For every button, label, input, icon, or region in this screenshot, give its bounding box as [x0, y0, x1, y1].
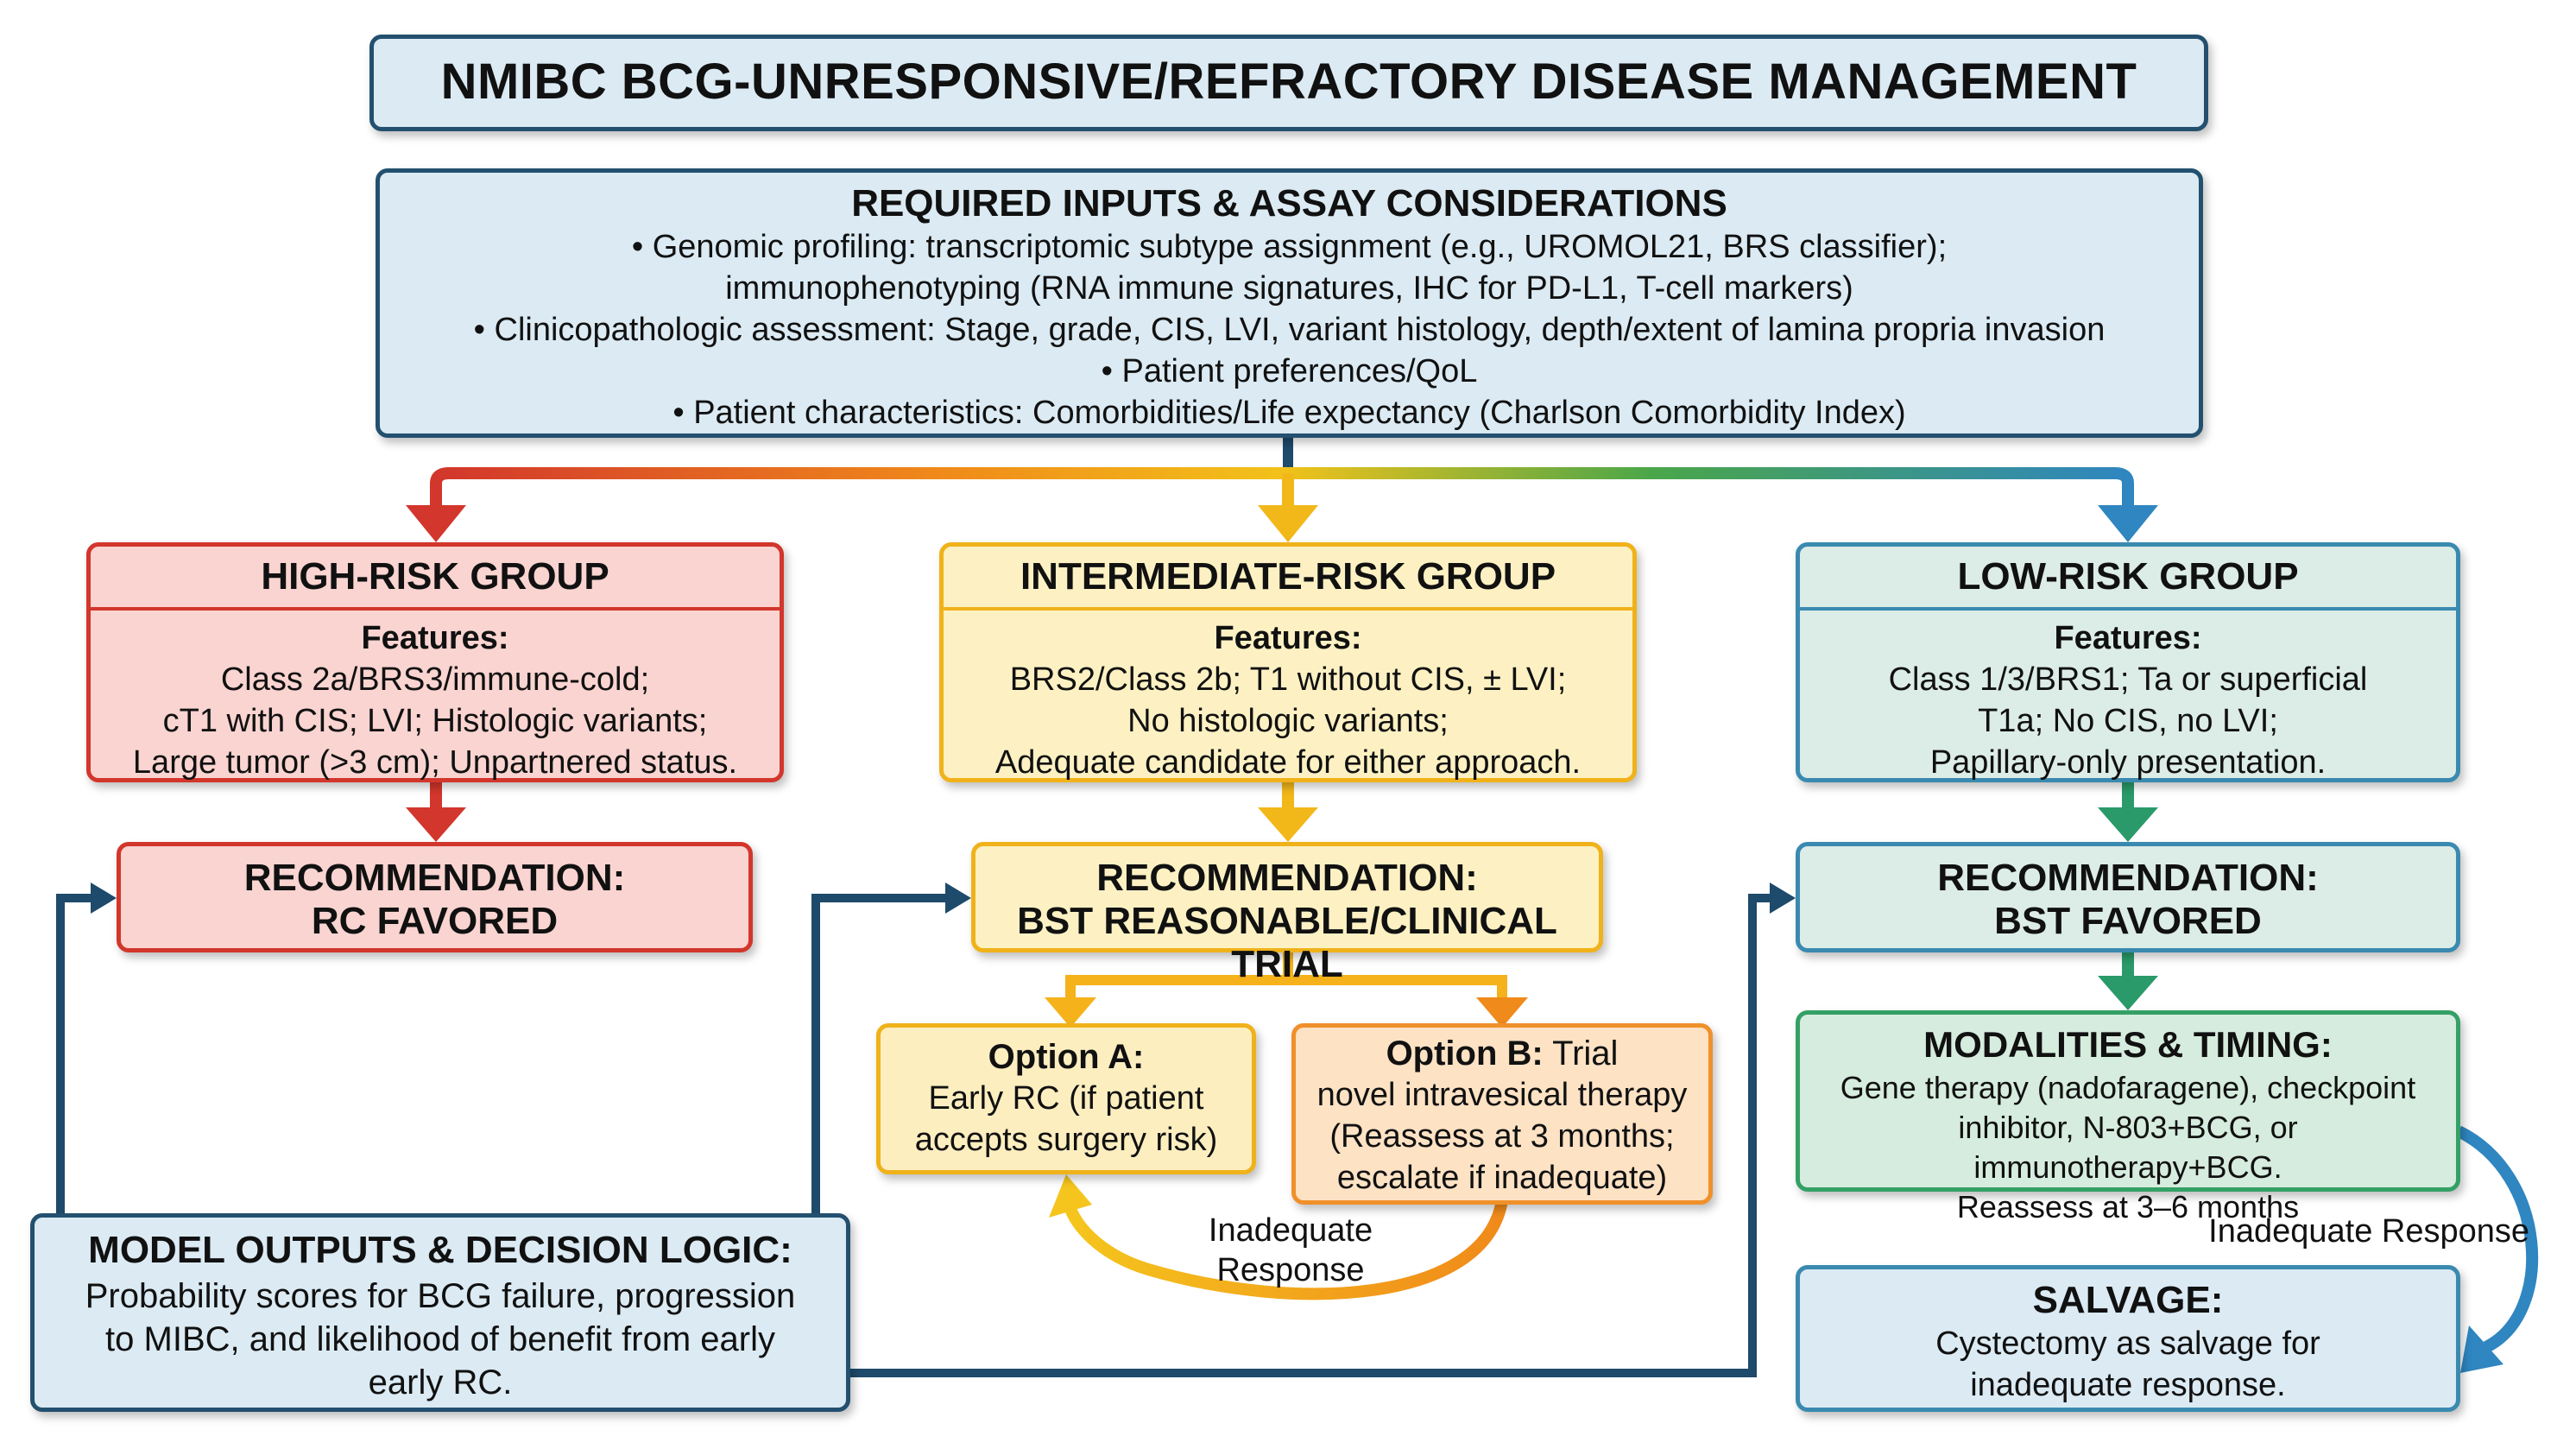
option-b-title: Option B: Trial	[1296, 1033, 1708, 1074]
intermediate-features-label: Features:	[1214, 620, 1362, 656]
model-line: early RC.	[368, 1364, 513, 1402]
model-outputs-box: MODEL OUTPUTS & DECISION LOGIC: Probabil…	[30, 1213, 850, 1412]
options-split	[1065, 952, 1507, 1002]
modalities-to-salvage-head	[2460, 1326, 2503, 1373]
intermediate-feature-line: BRS2/Class 2b; T1 without CIS, ± LVI;	[1009, 661, 1567, 698]
low-rec-line2: BST FAVORED	[1994, 900, 2262, 942]
arrow-to-low	[2098, 505, 2158, 542]
option-b-line: (Reassess at 3 months;	[1329, 1118, 1675, 1155]
arrow-to-high	[406, 505, 466, 542]
intermediate-recommendation-box: RECOMMENDATION: BST REASONABLE/CLINICAL …	[971, 842, 1603, 985]
loop-label-line2: Response	[1216, 1252, 1365, 1288]
high-features-label: Features:	[361, 620, 509, 656]
arrow-int-rec	[1258, 807, 1318, 842]
loop-label-line1: Inadequate	[1208, 1212, 1373, 1249]
low-rec-line1: RECOMMENDATION:	[1937, 857, 2319, 899]
option-a-line: accepts surgery risk)	[914, 1122, 1218, 1158]
low-risk-box: LOW-RISK GROUP Features: Class 1/3/BRS1;…	[1796, 542, 2460, 782]
option-a-label: Option A:	[988, 1038, 1145, 1076]
model-to-intermediate	[811, 894, 950, 1218]
inputs-line: • Patient preferences/QoL	[1101, 353, 1478, 389]
model-to-high-head	[91, 883, 117, 914]
option-b-line: escalate if inadequate)	[1336, 1160, 1668, 1196]
high-rec-line2: RC FAVORED	[311, 900, 559, 942]
salvage-line: Cystectomy as salvage for	[1935, 1326, 2320, 1362]
inputs-heading: REQUIRED INPUTS & ASSAY CONSIDERATIONS	[851, 182, 1727, 225]
salvage-box: SALVAGE: Cystectomy as salvage for inade…	[1796, 1265, 2460, 1412]
intermediate-risk-box: INTERMEDIATE-RISK GROUP Features: BRS2/C…	[939, 542, 1637, 782]
intermediate-feature-line: No histologic variants;	[1127, 703, 1449, 739]
high-recommendation-box: RECOMMENDATION: RC FAVORED	[117, 842, 753, 952]
modalities-box: MODALITIES & TIMING: Gene therapy (nadof…	[1796, 1010, 2460, 1224]
model-to-low-head	[1770, 883, 1796, 914]
option-b-line: novel intravesical therapy	[1316, 1077, 1688, 1113]
low-feature-line: T1a; No CIS, no LVI;	[1978, 703, 2278, 739]
model-line: Probability scores for BCG failure, prog…	[85, 1277, 796, 1315]
intermediate-rec-line1: RECOMMENDATION:	[1096, 857, 1478, 899]
option-b-box: Option B: Trial novel intravesical thera…	[1291, 1023, 1713, 1205]
low-recommendation-box: RECOMMENDATION: BST FAVORED	[1796, 842, 2460, 952]
inadequate-response-label: Inadequate Response	[2208, 1213, 2529, 1250]
arrow-to-intermediate	[1258, 505, 1318, 542]
high-feature-line: Class 2a/BRS3/immune-cold;	[220, 661, 650, 698]
model-line: to MIBC, and likelihood of benefit from …	[105, 1320, 775, 1358]
arrow-to-option-b	[1476, 997, 1528, 1028]
arrow-low-rec	[2098, 807, 2158, 842]
loop-arrow-head	[1049, 1174, 1092, 1218]
intermediate-risk-heading: INTERMEDIATE-RISK GROUP	[944, 547, 1632, 611]
modalities-to-salvage	[2455, 1125, 2539, 1353]
modalities-line: Reassess at 3–6 months	[1956, 1189, 2300, 1224]
inputs-line: • Clinicopathologic assessment: Stage, g…	[473, 312, 2106, 348]
high-feature-line: Large tumor (>3 cm); Unpartnered status.	[132, 744, 738, 781]
option-b-label-rest: Trial	[1543, 1035, 1619, 1073]
low-feature-line: Class 1/3/BRS1; Ta or superficial	[1888, 661, 2368, 698]
modalities-line: Gene therapy (nadofaragene), checkpoint	[1840, 1070, 2416, 1105]
high-rec-line1: RECOMMENDATION:	[243, 857, 626, 899]
page-title: NMIBC BCG-UNRESPONSIVE/REFRACTORY DISEAS…	[440, 54, 2137, 110]
arrow-to-option-a	[1045, 997, 1096, 1028]
intermediate-feature-line: Adequate candidate for either approach.	[994, 744, 1582, 781]
salvage-heading: SALVAGE:	[2032, 1279, 2224, 1321]
salvage-line: inadequate response.	[1970, 1367, 2286, 1403]
modalities-heading: MODALITIES & TIMING:	[1923, 1024, 2333, 1065]
loop-label: Inadequate Response	[1183, 1211, 1398, 1290]
modalities-line: inhibitor, N-803+BCG, or immunotherapy+B…	[1958, 1110, 2298, 1185]
high-feature-line: cT1 with CIS; LVI; Histologic variants;	[162, 703, 708, 739]
option-a-line: Early RC (if patient	[928, 1080, 1204, 1117]
option-a-box: Option A: Early RC (if patient accepts s…	[876, 1023, 1256, 1174]
loop-arrow	[1064, 1199, 1508, 1300]
high-risk-box: HIGH-RISK GROUP Features: Class 2a/BRS3/…	[86, 542, 784, 782]
model-to-intermediate-head	[945, 883, 971, 914]
inputs-line: immunophenotyping (RNA immune signatures…	[725, 270, 1853, 307]
model-to-low	[850, 894, 1774, 1377]
intermediate-rec-line2: BST REASONABLE/CLINICAL TRIAL	[1017, 900, 1557, 985]
title-box: NMIBC BCG-UNRESPONSIVE/REFRACTORY DISEAS…	[369, 35, 2208, 131]
low-feature-line: Papillary-only presentation.	[1929, 744, 2327, 781]
low-risk-heading: LOW-RISK GROUP	[1800, 547, 2456, 611]
model-heading: MODEL OUTPUTS & DECISION LOGIC:	[88, 1229, 792, 1271]
arrow-high-rec	[406, 807, 466, 842]
arrow-rec-modalities	[2098, 976, 2158, 1010]
model-to-high	[56, 894, 95, 1218]
option-b-label: Option B:	[1386, 1035, 1544, 1073]
inputs-line: • Genomic profiling: transcriptomic subt…	[631, 229, 1948, 265]
inputs-line: • Patient characteristics: Comorbidities…	[672, 395, 1906, 431]
inputs-box: REQUIRED INPUTS & ASSAY CONSIDERATIONS •…	[376, 168, 2203, 438]
high-risk-heading: HIGH-RISK GROUP	[91, 547, 780, 611]
low-features-label: Features:	[2054, 620, 2202, 656]
